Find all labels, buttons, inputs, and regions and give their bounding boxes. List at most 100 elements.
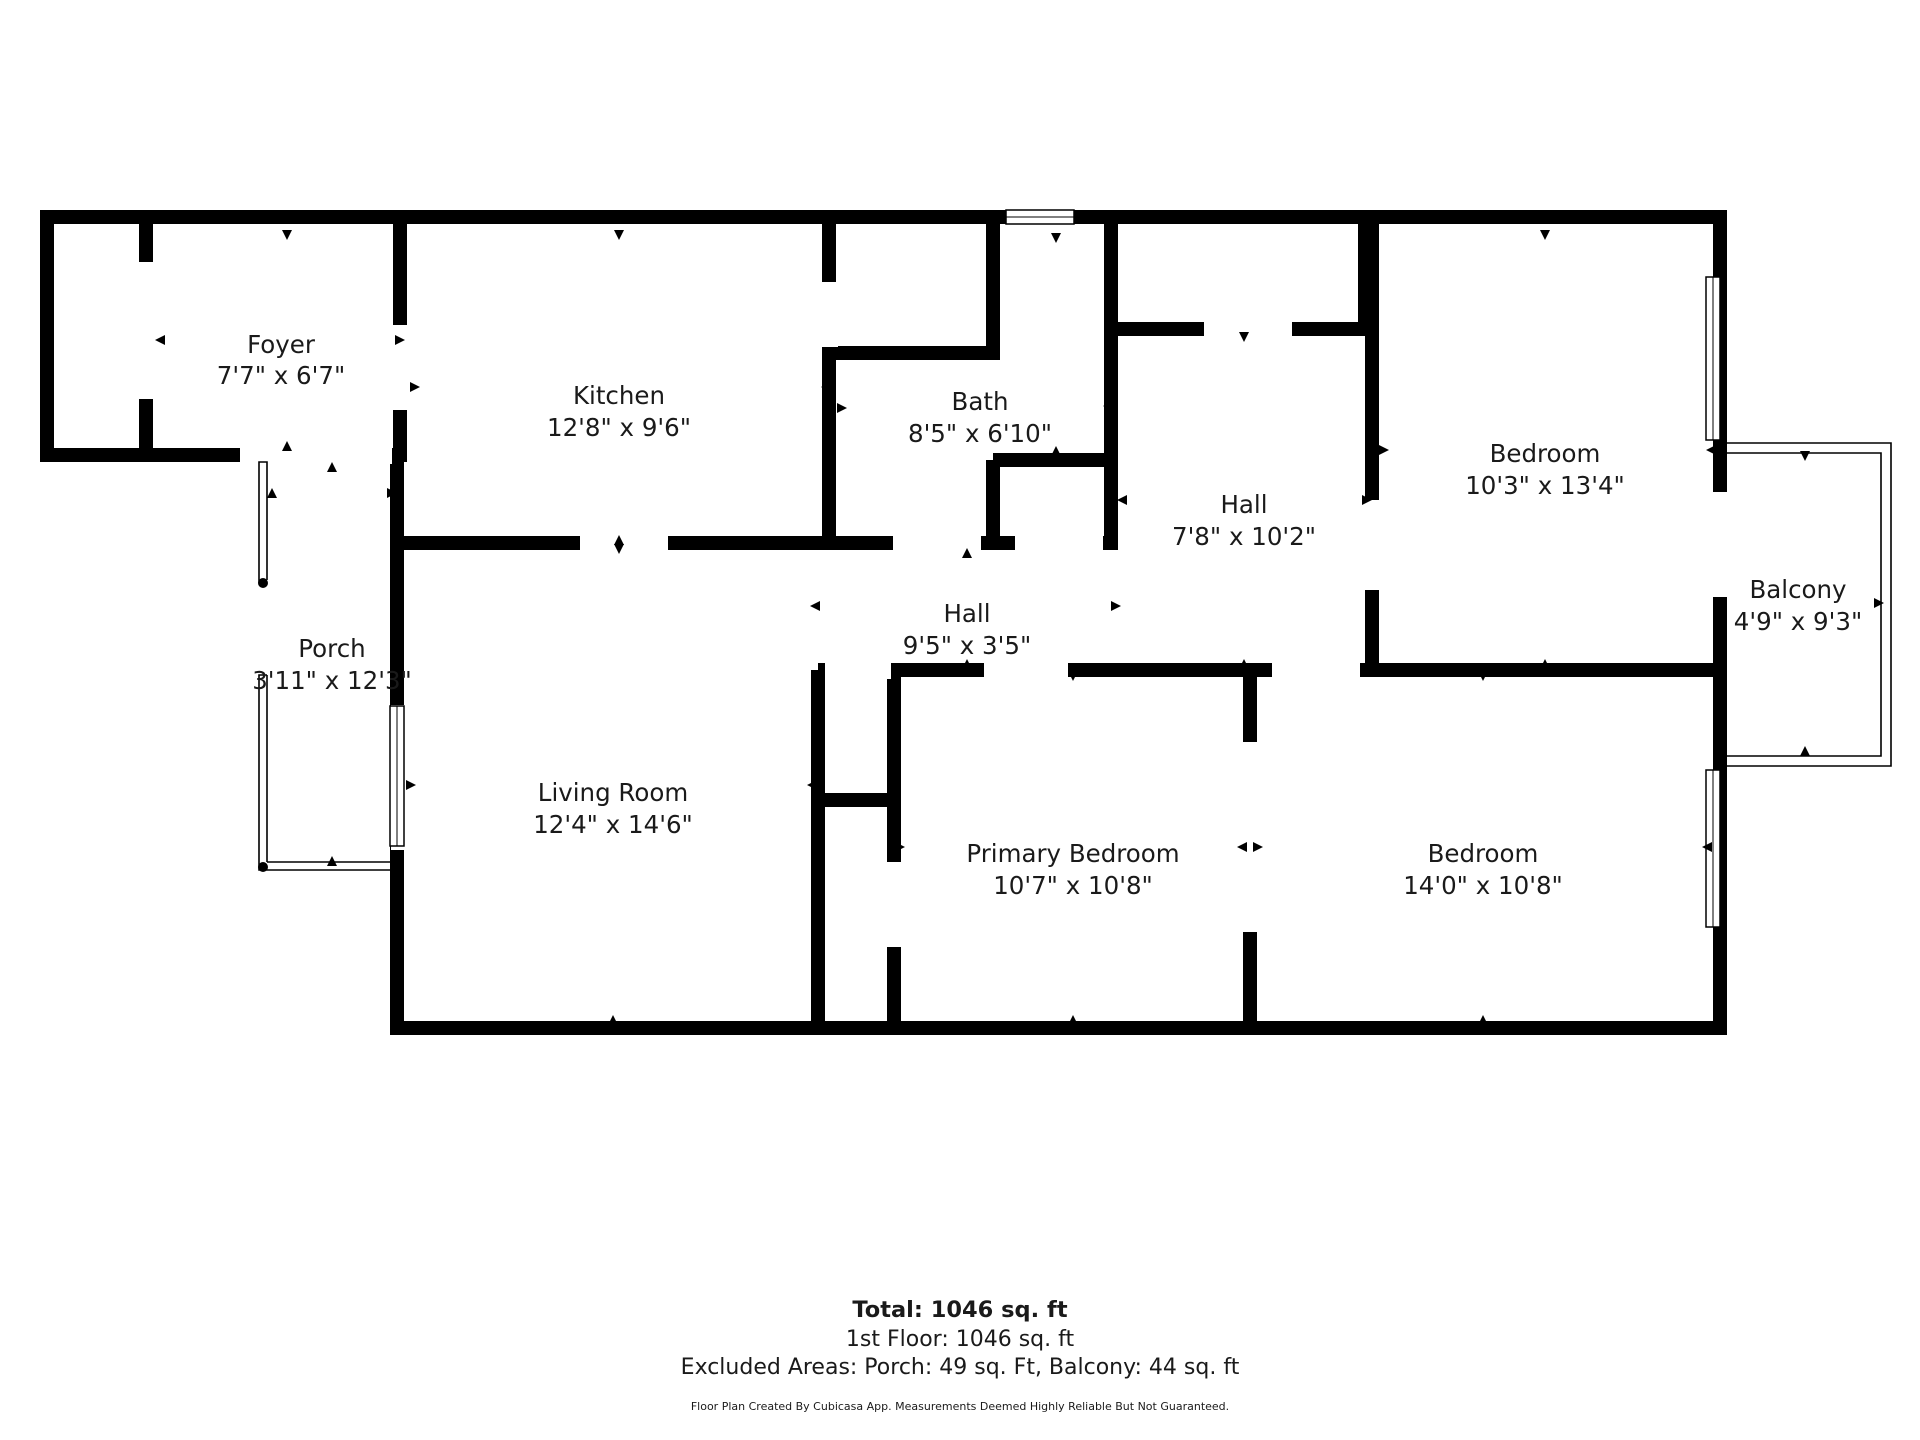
room-dimensions: 14'0" x 10'8" [1403, 871, 1563, 900]
dimension-marker [1051, 446, 1061, 456]
dimension-marker [1800, 746, 1810, 756]
dimension-marker [282, 441, 292, 451]
dimension-marker [387, 488, 397, 498]
wall-segment [1365, 663, 1727, 677]
dimension-marker [327, 462, 337, 472]
dimension-marker [1103, 401, 1113, 411]
dimension-marker [608, 1015, 618, 1025]
wall-segment [829, 346, 1000, 360]
room-dimensions: 10'3" x 13'4" [1465, 471, 1625, 500]
door-opening [1272, 663, 1360, 679]
room-primary-bedroom: Primary Bedroom 10'7" x 10'8" [966, 839, 1179, 900]
dimension-marker [1874, 598, 1884, 608]
dimension-marker [1068, 1015, 1078, 1025]
dimension-marker [1237, 842, 1247, 852]
door-opening [393, 325, 409, 410]
room-balcony: Balcony 4'9" x 9'3" [1734, 575, 1862, 636]
wall-segment [822, 217, 836, 543]
wall-segment [40, 217, 54, 462]
room-dimensions: 12'8" x 9'6" [547, 413, 691, 442]
dimension-marker [1702, 842, 1712, 852]
wall-segment [397, 1021, 1727, 1035]
dimension-marker [1051, 233, 1061, 243]
dimension-marker [895, 842, 905, 852]
room-dimensions: 4'9" x 9'3" [1734, 607, 1862, 636]
room-name: Hall [1220, 490, 1267, 519]
dimension-marker [1239, 659, 1249, 669]
door-opening [825, 663, 891, 679]
dimension-marker [962, 659, 972, 669]
dimension-marker [1800, 451, 1810, 461]
dimension-marker [821, 382, 831, 392]
room-dimensions: 9'5" x 3'5" [903, 631, 1031, 660]
excluded-areas: Excluded Areas: Porch: 49 sq. Ft, Balcon… [680, 1355, 1240, 1380]
dimension-marker [614, 535, 624, 545]
wall-segment [818, 793, 894, 807]
room-bedroom-lower: Bedroom 14'0" x 10'8" [1403, 839, 1563, 900]
room-dimensions: 8'5" x 6'10" [908, 419, 1052, 448]
door-opening [984, 663, 1068, 679]
dimension-marker [1362, 495, 1372, 505]
porch-railing [258, 674, 397, 871]
door-opening [887, 862, 903, 947]
wall-segment [397, 536, 1118, 550]
door-opening [1204, 322, 1292, 338]
dimension-marker [614, 230, 624, 240]
floor-area: 1st Floor: 1046 sq. ft [845, 1327, 1075, 1352]
door-opening [893, 536, 981, 552]
wall-segment [811, 670, 825, 1035]
dimension-marker [807, 780, 817, 790]
room-name: Foyer [247, 330, 316, 359]
dimension-marker [1117, 495, 1127, 505]
dimension-marker [1478, 1015, 1488, 1025]
room-living-room: Living Room 12'4" x 14'6" [533, 778, 693, 839]
wall-segment [1365, 217, 1379, 670]
dimension-marker [282, 230, 292, 240]
dimension-marker [614, 544, 624, 554]
room-bath: Bath 8'5" x 6'10" [908, 387, 1052, 448]
porch-balcony-railings [258, 442, 1892, 872]
room-name: Bath [952, 387, 1009, 416]
room-hall-upper: Hall 7'8" x 10'2" [1172, 490, 1316, 551]
dimension-marker [406, 780, 416, 790]
dimension-marker [837, 403, 847, 413]
door-opening [1015, 536, 1103, 552]
porch-post [258, 578, 268, 588]
wall-segment [993, 453, 1118, 467]
room-name: Kitchen [573, 381, 665, 410]
door-opening [240, 448, 392, 464]
dimension-marker [1068, 671, 1078, 681]
dimension-marker [1706, 445, 1716, 455]
room-dimensions: 7'8" x 10'2" [1172, 522, 1316, 551]
wall-segment [986, 217, 1000, 353]
dimension-marker [410, 382, 420, 392]
room-hall-lower: Hall 9'5" x 3'5" [903, 599, 1031, 660]
room-dimensions: 7'7" x 6'7" [217, 361, 345, 390]
porch-railing [258, 461, 268, 583]
door-opening [1713, 492, 1729, 597]
door-opening [1243, 742, 1259, 932]
door-opening [139, 262, 155, 399]
dimension-marker [1253, 842, 1263, 852]
wall-segment [40, 448, 287, 462]
room-foyer: Foyer 7'7" x 6'7" [217, 330, 345, 390]
room-dimensions: 10'7" x 10'8" [993, 871, 1153, 900]
dimension-markers [155, 230, 1884, 1025]
dimension-marker [1379, 445, 1389, 455]
dimension-marker [267, 488, 277, 498]
room-name: Living Room [538, 778, 688, 807]
porch-post [258, 862, 268, 872]
door-opening [1365, 500, 1381, 590]
dimension-marker [810, 601, 820, 611]
dimension-marker [1111, 601, 1121, 611]
dimension-marker [1478, 671, 1488, 681]
disclaimer-note: Floor Plan Created By Cubicasa App. Meas… [690, 1400, 1230, 1413]
room-name: Bedroom [1428, 839, 1539, 868]
dimension-marker [395, 335, 405, 345]
room-name: Primary Bedroom [966, 839, 1179, 868]
wall-segment [887, 670, 901, 1035]
room-name: Balcony [1749, 575, 1846, 604]
wall-segment [1104, 217, 1118, 550]
wall-segment [40, 210, 1727, 224]
